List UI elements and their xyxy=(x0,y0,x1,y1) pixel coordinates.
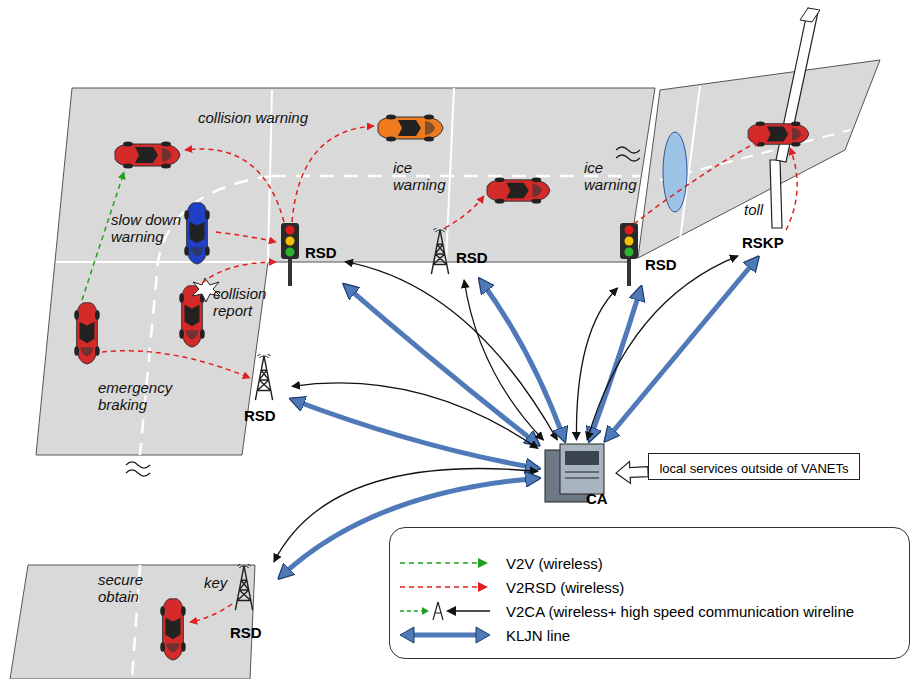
device-label: RSD xyxy=(305,244,337,261)
legend-row: V2V (wireless) xyxy=(398,552,603,574)
v2ca-link xyxy=(292,383,538,448)
legend-text: V2CA (wireless+ high speed communication… xyxy=(506,603,854,620)
device-label: RSKP xyxy=(742,234,784,251)
legend-sample xyxy=(398,552,494,574)
service-label: local services outside of VANETs xyxy=(659,461,848,476)
roadside-device: RSKP xyxy=(738,228,802,258)
device-label: RSD xyxy=(645,256,677,273)
kljn-line xyxy=(590,288,641,440)
message-label: secure obtain xyxy=(98,572,154,605)
message-label: key xyxy=(204,575,227,592)
v2ca-link xyxy=(345,262,557,440)
device-label: RSD xyxy=(244,407,276,424)
roadside-device: RSD xyxy=(615,222,687,288)
legend-row: KLJN line xyxy=(398,624,570,646)
kljn-line xyxy=(606,258,758,440)
message-label: collision warning xyxy=(198,110,308,127)
message-label: ice warning xyxy=(393,160,453,193)
legend-box: V2V (wireless) V2RSD (wireless) V2CA (wire… xyxy=(389,527,910,659)
kljn-line xyxy=(292,400,538,469)
message-label: toll xyxy=(744,202,763,219)
message-label: collision report xyxy=(213,286,277,319)
legend-sample xyxy=(398,576,494,598)
service-box: local services outside of VANETs xyxy=(648,453,860,480)
device-label: CA xyxy=(586,490,608,507)
v2ca-link xyxy=(576,288,617,440)
v2ca-link xyxy=(464,280,543,440)
message-label: ice warning xyxy=(584,160,644,193)
ca-server: CA xyxy=(538,440,616,510)
device-label: RSD xyxy=(456,249,488,266)
message-label: slow down warning xyxy=(111,212,185,245)
legend-text: V2V (wireless) xyxy=(506,555,603,572)
kljn-line xyxy=(345,285,538,444)
legend-sample xyxy=(398,624,494,646)
device-label: RSD xyxy=(230,624,262,641)
roadside-device: RSD xyxy=(424,225,496,280)
legend-text: V2RSD (wireless) xyxy=(506,579,624,596)
roadside-device: RSD xyxy=(226,562,280,644)
kljn-line xyxy=(480,280,564,440)
service-arrow xyxy=(616,462,648,484)
roadside-device: RSD xyxy=(275,222,345,288)
v2ca-link xyxy=(587,256,738,440)
message-label: emergency braking xyxy=(98,380,182,413)
legend-sample xyxy=(398,600,494,622)
roadside-device: RSD xyxy=(242,352,292,428)
legend-row: V2CA (wireless+ high speed communication… xyxy=(398,600,854,622)
legend-text: KLJN line xyxy=(506,627,570,644)
legend-row: V2RSD (wireless) xyxy=(398,576,624,598)
